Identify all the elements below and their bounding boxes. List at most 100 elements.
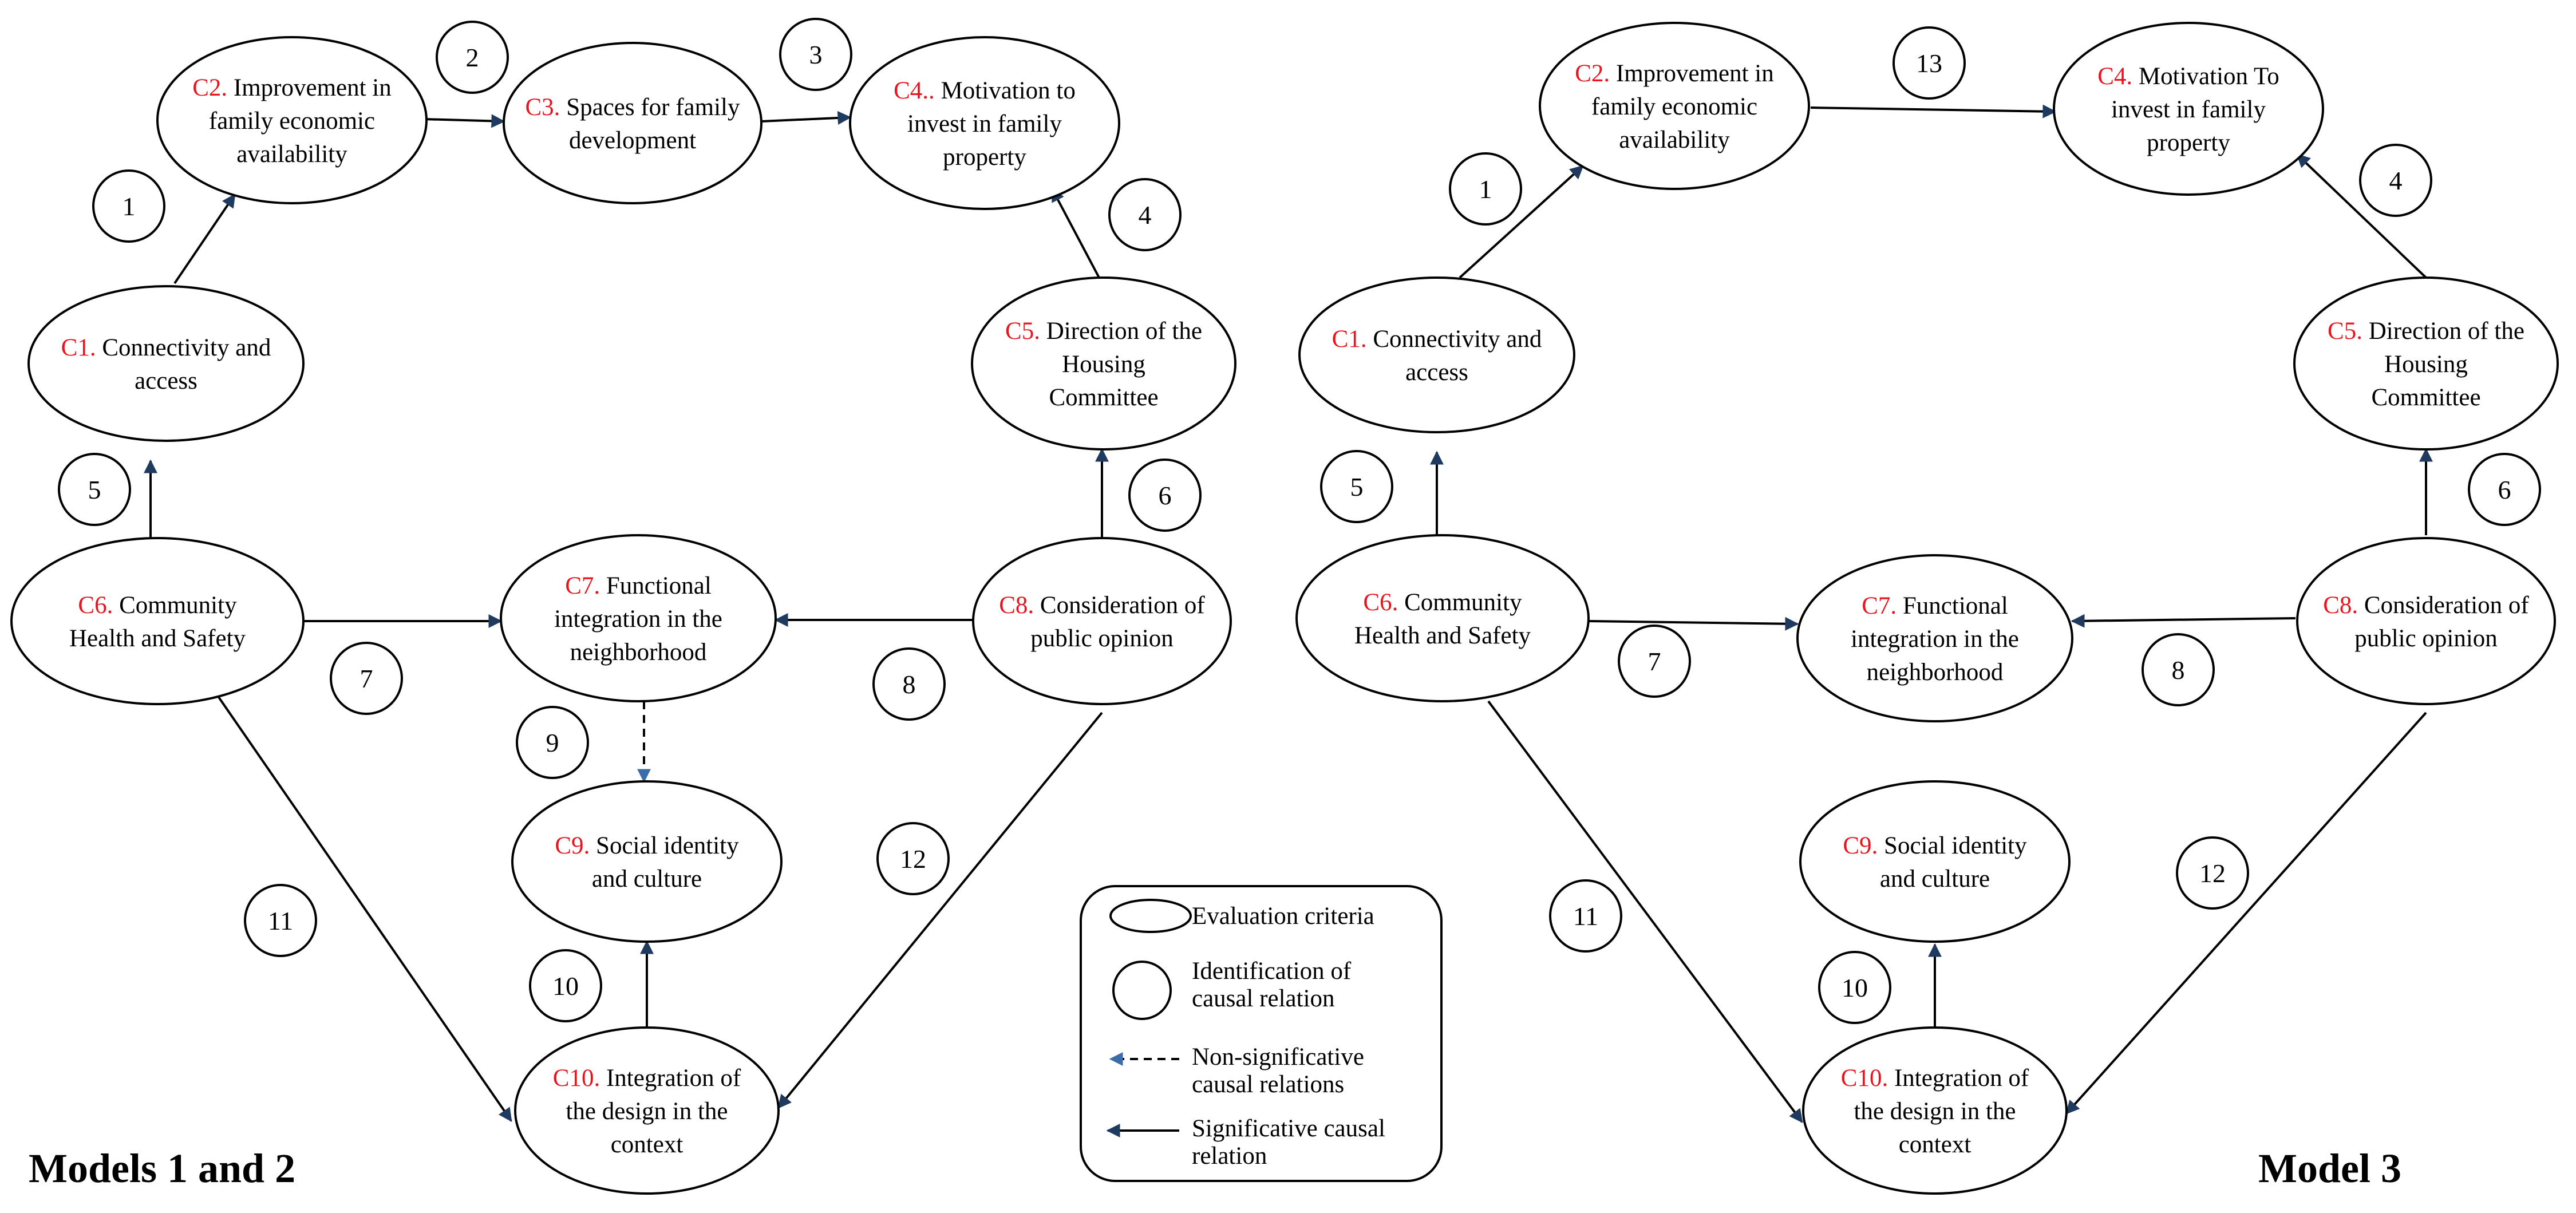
relation-number: 13: [1916, 49, 1942, 78]
relation-number: 4: [1139, 200, 1152, 230]
node-text: family economic: [1591, 93, 1757, 120]
node-text: Committee: [1049, 384, 1158, 411]
relation-number: 12: [2199, 859, 2226, 888]
relation-circle: [1549, 879, 1622, 953]
relation-number: 2: [466, 43, 479, 72]
relation-badge-10: 10: [529, 949, 602, 1022]
node-label-line: C6. Community: [1363, 589, 1522, 616]
relation-badge-3: 3: [779, 18, 852, 91]
node-ellipse: [511, 780, 783, 943]
node-ellipse: [2296, 537, 2556, 705]
node-text: availability: [236, 141, 347, 168]
relation-circle: [2176, 836, 2249, 910]
relation-badge-12: 12: [876, 822, 950, 895]
node-text: integration in the: [554, 606, 722, 633]
node-text: Social identity: [1884, 832, 2027, 859]
node-label-line: Health and Safety: [1354, 622, 1531, 649]
node-text: neighborhood: [570, 639, 707, 666]
relation-circle: [872, 647, 946, 721]
edge-c3-c4: [761, 110, 852, 125]
edge-c2-c3: [422, 114, 505, 128]
node-ellipse: [500, 534, 777, 702]
node-text: context: [1899, 1131, 1971, 1158]
node-text: integration in the: [1851, 626, 2019, 653]
node-label-line: C3. Spaces for family: [526, 94, 740, 121]
node-code: C7.: [1862, 592, 1897, 619]
node-label-line: C8. Consideration of: [2323, 592, 2529, 619]
node-label-line: C4.. Motivation to: [894, 77, 1076, 104]
node-text: development: [569, 127, 696, 154]
relation-badge-1: 1: [92, 169, 165, 243]
edge-c1-c2: [173, 193, 236, 285]
node-text: access: [135, 368, 197, 394]
node-code: C10.: [1841, 1065, 1888, 1092]
node-label-line: C5. Direction of the: [2328, 318, 2524, 345]
relation-badge-10: 10: [1818, 951, 1891, 1024]
relation-circle: [436, 21, 509, 94]
relation-circle: [876, 822, 950, 895]
node-label-line: development: [569, 127, 696, 154]
relation-badge-7: 7: [1618, 625, 1691, 698]
node-ellipse: [156, 36, 428, 204]
node-label-line: Committee: [1049, 384, 1158, 411]
node-ellipse: [1298, 276, 1575, 433]
relation-number: 8: [903, 670, 916, 699]
relation-number: 6: [1159, 481, 1172, 510]
edge-c8-c10: [777, 712, 1103, 1109]
node-text: family economic: [209, 108, 375, 135]
node-label-line: C8. Consideration of: [999, 592, 1205, 619]
relation-badge-7: 7: [330, 642, 403, 715]
legend-circle-icon: [1112, 961, 1172, 1020]
node-label-line: integration in the: [1851, 626, 2019, 653]
node-ellipse: [972, 537, 1232, 705]
relation-number: 7: [360, 664, 373, 693]
relation-circle: [1320, 450, 1393, 523]
node-text: Connectivity and: [102, 334, 271, 361]
relation-circle: [58, 453, 131, 526]
node-text: Direction of the: [1046, 318, 1202, 345]
node-label-line: integration in the: [554, 606, 722, 633]
legend-item-ellipse: Evaluation criteria: [1109, 899, 1374, 933]
relation-circle: [1818, 951, 1891, 1024]
node-ellipse: [27, 285, 305, 442]
edge-c5-c4: [2296, 153, 2427, 279]
relation-number: 8: [2172, 655, 2185, 685]
node-label-line: neighborhood: [1867, 659, 2004, 686]
node-label-line: access: [1405, 359, 1468, 386]
relation-number: 6: [2498, 475, 2511, 504]
node-c3: C3. Spaces for family development: [503, 42, 762, 204]
node-label-line: C5. Direction of the: [1005, 318, 1202, 345]
node-label-line: C4. Motivation To: [2097, 63, 2279, 90]
node-text: Improvement in: [234, 74, 392, 101]
legend-label: Evaluation criteria: [1192, 903, 1374, 930]
node-code: C8.: [999, 592, 1034, 619]
relation-number: 12: [900, 844, 926, 874]
node-label-line: availability: [1619, 127, 1730, 153]
node-label-line: family economic: [209, 108, 375, 135]
relation-circle: [1108, 178, 1182, 251]
node-code: C3.: [526, 94, 560, 121]
node-text: property: [2147, 129, 2230, 156]
node-text: Housing: [1062, 351, 1145, 378]
node-code: C1.: [1332, 326, 1367, 353]
node-label-line: Health and Safety: [69, 625, 246, 652]
node-code: C6.: [1363, 589, 1398, 616]
legend-ellipse-icon: [1109, 899, 1192, 933]
node-text: Functional: [606, 572, 712, 599]
node-text: neighborhood: [1867, 659, 2004, 686]
relation-number: 9: [546, 728, 559, 757]
node-text: Direction of the: [2369, 318, 2524, 345]
relation-badge-8: 8: [2142, 633, 2215, 706]
node-ellipse: [1796, 554, 2073, 722]
relation-circle: [244, 884, 317, 957]
node-label-line: public opinion: [1030, 625, 1174, 652]
